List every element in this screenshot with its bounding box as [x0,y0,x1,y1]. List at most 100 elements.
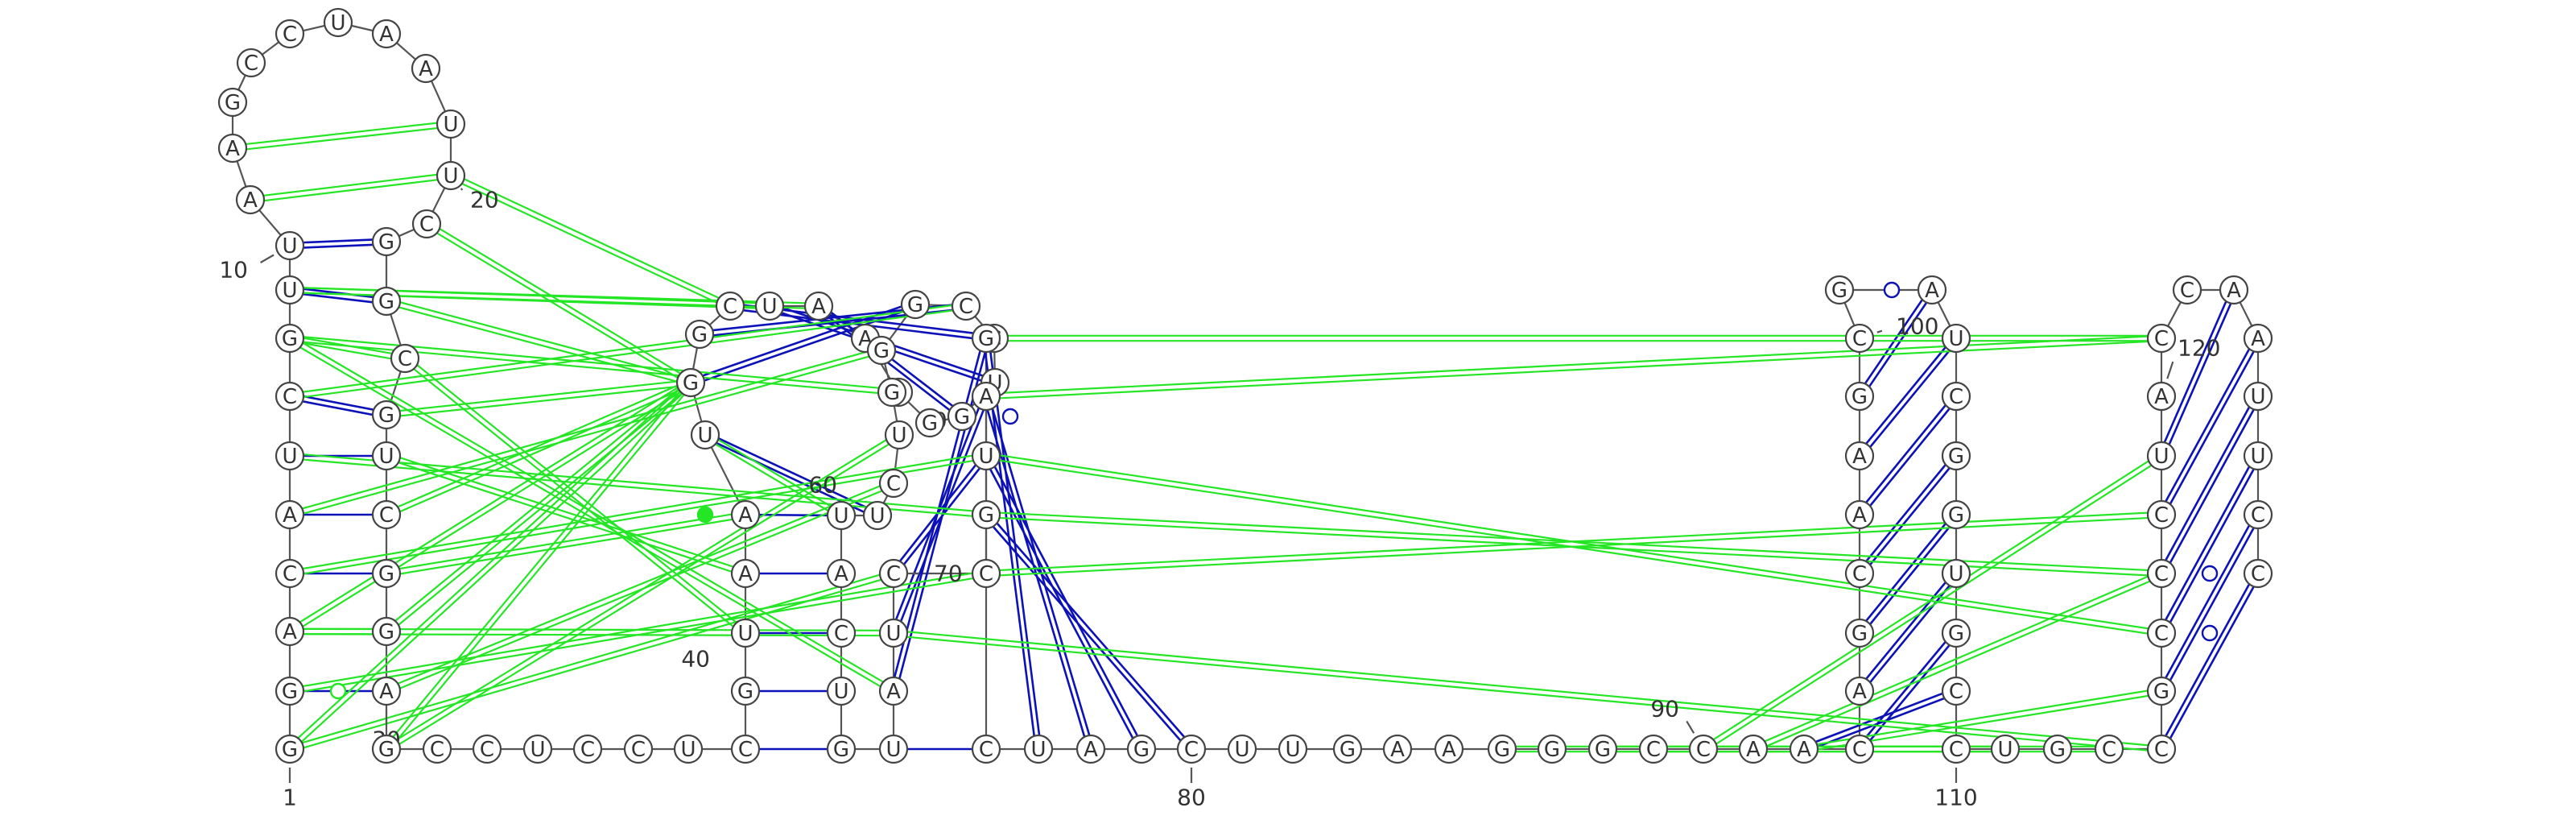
nucleotide-4: C [275,558,305,589]
nucleotide-circle [2146,499,2177,530]
nucleotide-60: C [878,468,909,499]
noncanonical-base-pair [288,569,894,747]
nucleotide-circle [826,618,857,648]
canonical-base-pair [1856,631,1955,748]
nucleotide-circle [730,734,761,764]
nucleotide-circle [371,441,402,471]
nucleotide-letter: C [1852,562,1867,586]
nucleotide-56: G [900,289,931,320]
nucleotide-letter: U [833,680,848,704]
pair-type-marker [2201,565,2219,582]
nucleotide-letter: A [1084,738,1098,762]
nucleotide-13: G [217,87,248,118]
nucleotide-114: C [2146,734,2177,764]
nucleotide-circle [730,558,761,589]
nucleotide-circle [1587,734,1618,764]
nucleotide-circle [323,7,353,38]
nucleotide-circle [2243,558,2273,589]
nucleotide-27: C [371,499,402,530]
nucleotide-circle [2146,558,2177,589]
nucleotide-letter: G [378,230,394,255]
nucleotide-circle [675,367,706,398]
noncanonical-base-pair [406,355,748,632]
nucleotide-letter: G [978,327,994,351]
nucleotide-circle [275,19,305,49]
nucleotide-letter: G [1494,738,1510,762]
nucleotide-28: G [371,558,402,589]
nucleotide-70: C [878,558,909,589]
nucleotide-letter: A [2251,327,2265,351]
nucleotide-letter: G [884,381,900,405]
nucleotide-circle [1332,734,1363,764]
nucleotide-letter: A [979,385,993,409]
nucleotide-letter: G [1948,445,1964,469]
nucleotide-59: U [884,420,914,450]
nucleotide-107: U [1941,558,1971,589]
canonical-base-pair [2162,338,2261,517]
nucleotide-circle [275,734,305,764]
nucleotide-25: G [371,400,402,430]
nucleotide-letter: A [738,562,753,586]
nucleotide-circle [1941,381,1971,412]
noncanonical-base-pair [290,334,899,391]
canonical-base-pair [1856,394,1955,514]
nucleotide-circle [275,676,305,706]
nucleotide-letter: U [282,279,297,303]
nucleotide-57: G [866,335,897,366]
nucleotide-letter: C [2154,562,2169,586]
nucleotide-128: C [2243,558,2273,589]
nucleotide-circle [2146,618,2177,648]
nucleotide-98: A [1844,441,1875,471]
nucleotide-letter: C [631,738,646,762]
nucleotide-letter: A [1442,738,1456,762]
nucleotide-letter: U [737,622,753,646]
canonical-base-pair [987,453,1145,749]
nucleotide-letter: G [225,91,241,115]
nucleotide-letter: A [419,57,433,81]
nucleotide-letter: U [1285,738,1300,762]
nucleotide-circle [1688,734,1719,764]
canonical-base-pair [2158,453,2257,633]
nucleotide-letter: G [1340,738,1356,762]
position-number: 110 [1934,785,1977,811]
canonical-base-pair [1860,339,1959,458]
nucleotide-circle [436,109,466,139]
nucleotide-circle [866,335,897,366]
nucleotide-letter: U [886,738,901,762]
nucleotide-letter: C [723,295,737,319]
nucleotide-102: A [1917,275,1947,305]
nucleotide-111: U [1990,734,2021,764]
nucleotide-81: U [1227,734,1257,764]
nucleotide-letter: C [2154,503,2169,528]
noncanonical-base-pair [451,172,732,305]
noncanonical-base-pair [287,379,690,631]
canonical-base-pair [983,515,1191,751]
nucleotide-letter: G [922,412,938,436]
nucleotide-circle [1844,441,1875,471]
canonical-base-pair [2162,396,2261,576]
nucleotide-letter: U [1030,738,1046,762]
nucleotide-circle [878,734,909,764]
nucleotide-letter: C [1949,680,1963,704]
nucleotide-97: A [1844,499,1875,530]
noncanonical-base-pair [385,379,691,514]
canonical-base-pair [2162,456,2261,635]
canonical-base-pair [2162,573,2261,751]
nucleotide-circle [1227,734,1257,764]
nucleotide-75: G [971,323,1001,354]
nucleotide-letter: G [737,680,753,704]
noncanonical-base-pair [386,384,691,419]
canonical-base-pair [1860,634,1959,751]
nucleotide-circle [1917,275,1947,305]
nucleotide-circle [971,323,1001,354]
nucleotide-67: U [878,734,909,764]
nucleotide-letter: C [1949,385,1963,409]
nucleotide-30: A [371,676,402,706]
canonical-base-pair [987,337,1042,749]
nucleotide-letter: U [2250,385,2265,409]
nucleotide-74: A [971,381,1001,412]
nucleotide-letter: G [2050,738,2066,762]
nucleotide-letter: U [378,445,394,469]
nucleotide-letter: C [398,347,412,371]
